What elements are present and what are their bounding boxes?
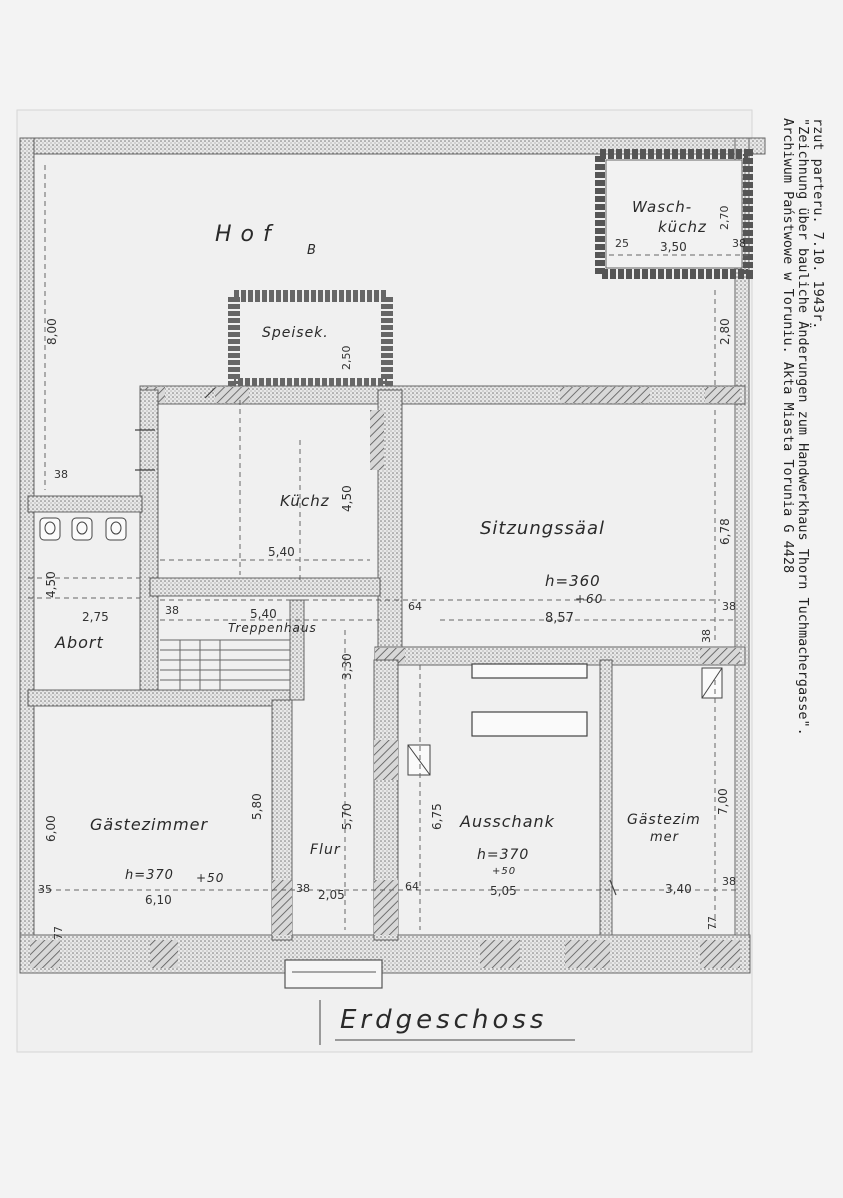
room-label-flur: Flur	[310, 842, 341, 858]
floor-title: Erdgeschoss	[340, 1005, 548, 1035]
dim-2-75: 2,75	[82, 610, 109, 624]
gaste-height: h=370	[125, 868, 174, 883]
wall-treppenhaus-right	[289, 599, 305, 701]
ausschank-height: h=370	[477, 847, 530, 863]
dim-38-a: 38	[54, 468, 68, 481]
wall-speisekammer	[228, 290, 393, 390]
dim-6-10: 6,10	[145, 893, 172, 907]
room-label-gastezimmer: Gästezimmer	[90, 815, 209, 834]
room-label-gastezimmer-2a: Gästezim	[627, 812, 701, 828]
dim-5-80: 5,80	[250, 793, 264, 820]
dim-38-e: 38	[296, 882, 310, 895]
dim-38-b: 38	[165, 604, 179, 617]
saal-height-plus: +60	[575, 592, 604, 606]
room-label-sitzungssaal: Sitzungssäal	[480, 518, 605, 539]
dim-2-05: 2,05	[318, 888, 345, 902]
dim-3-30: 3,30	[340, 653, 354, 680]
dim-5-05: 5,05	[490, 884, 517, 898]
dim-7-00: 7,00	[716, 788, 730, 815]
ausschank-height-plus: +50	[492, 866, 517, 877]
dim-38-d: 38	[700, 629, 713, 643]
wall-abort	[27, 495, 143, 513]
wall-kuche-bottom	[149, 577, 381, 597]
wall-saal-bottom	[374, 646, 746, 666]
dim-6-75: 6,75	[430, 803, 444, 830]
room-label-hof: H o f	[215, 222, 272, 247]
dim-25: 25	[615, 237, 629, 250]
wall-left	[19, 137, 35, 974]
caption-line-3: Archiwum Państwowe w Toruniu. Akta Miast…	[780, 118, 796, 574]
room-label-kuche: Küchz	[280, 492, 330, 510]
dim-38-c: 38	[722, 600, 736, 613]
dim-5-40-treppe: 5,40	[250, 607, 277, 621]
room-label-speisekammer: Speisek.	[262, 325, 329, 341]
room-label-gastezimmer-2b: mer	[650, 830, 680, 845]
dim-77-b: 77	[706, 916, 719, 930]
caption-line-1: rzut parteru. 7.10. 1943r.	[810, 118, 826, 330]
dim-4-50-abort: 4,50	[44, 571, 58, 598]
dim-3-50: 3,50	[660, 240, 687, 254]
dim-64-a: 64	[408, 600, 422, 613]
room-label-waschkuche-1: Wasch-	[632, 198, 693, 216]
dim-8-57: 8,57	[545, 611, 574, 626]
dim-3-40: 3,40	[665, 882, 692, 896]
bar-counter-2	[471, 711, 588, 737]
caption-line-2: "Zeichnung über bauliche Änderungen zum …	[795, 118, 811, 736]
dim-5-40-kuche: 5,40	[268, 545, 295, 559]
dim-77-a: 77	[52, 926, 65, 940]
dim-2-80: 2,80	[718, 318, 732, 345]
dim-6-00: 6,00	[44, 815, 58, 842]
room-label-treppenhaus: Treppenhaus	[228, 621, 317, 635]
dim-5-70: 5,70	[340, 803, 354, 830]
dim-8-00: 8,00	[45, 318, 59, 345]
wall-ausschank-gaste2	[599, 659, 613, 936]
dim-38-wk: 38	[732, 237, 746, 250]
wall-waschkuche	[595, 149, 753, 279]
saal-height: h=360	[545, 572, 601, 590]
room-label-waschkuche-2: küchz	[658, 218, 707, 236]
room-label-ausschank: Ausschank	[460, 812, 555, 831]
dim-64-b: 64	[405, 880, 419, 893]
dim-2-70: 2,70	[718, 205, 731, 231]
stairs	[160, 639, 290, 690]
gaste-height-plus: +50	[196, 871, 225, 885]
dim-2-50: 2,50	[340, 345, 353, 371]
dim-6-78: 6,78	[718, 518, 732, 545]
archive-caption: rzut parteru. 7.10. 1943r. "Zeichnung üb…	[780, 118, 826, 736]
wall-kuche-left	[139, 389, 159, 691]
room-mark-b: B	[307, 243, 317, 258]
dim-38-f: 38	[722, 875, 736, 888]
bar-counter-1	[471, 663, 588, 679]
wall-gastezimmer-top	[27, 689, 291, 707]
dim-4-50-kuche: 4,50	[340, 485, 354, 512]
room-label-abort: Abort	[55, 633, 104, 652]
dim-35: 35	[38, 883, 52, 896]
toilet-fixtures	[39, 517, 127, 541]
wall-bottom	[19, 934, 751, 974]
entrance-steps	[284, 959, 383, 989]
